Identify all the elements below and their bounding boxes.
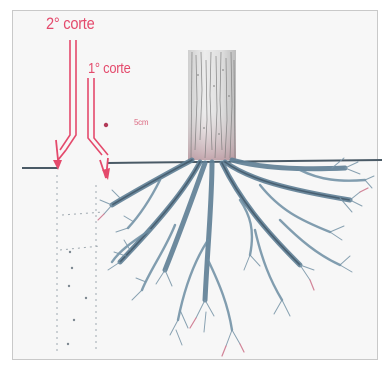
tree-trunk xyxy=(188,50,236,160)
second-cut-line xyxy=(56,40,76,160)
guide-dots xyxy=(67,251,87,345)
first-cut-label: 1° corte xyxy=(88,60,131,77)
root-system xyxy=(98,158,374,356)
first-cut-line xyxy=(88,78,108,178)
cut-depth-guides xyxy=(57,175,104,355)
distance-label: 5cm xyxy=(134,118,148,127)
second-cut-label: 2° corte xyxy=(46,14,94,34)
distance-marker xyxy=(104,123,108,127)
